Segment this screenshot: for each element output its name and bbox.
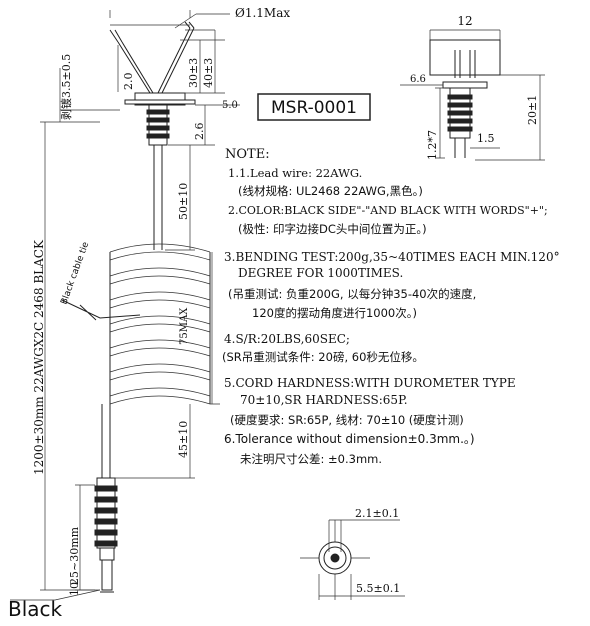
note-1-cn: (线材规格: UL2468 22AWG,黑色。) (238, 184, 423, 198)
dim-line-5-5 (318, 574, 405, 600)
cable-coil (109, 243, 211, 405)
dim-12-label: 12 (457, 14, 472, 28)
cable-tie (61, 299, 141, 321)
note-5a: 5.CORD HARDNESS:WITH DUROMETER TYPE (224, 376, 516, 390)
note-2-cn: (极性: 印字边接DC头中间位置为正。) (238, 222, 427, 236)
plug-center-pin (330, 553, 340, 563)
plug-collar (99, 547, 115, 561)
total-length-label: 1200±30mm 22AWGX2C 2468 BLACK (32, 239, 46, 475)
dim-75-label: 75MAX (179, 307, 190, 345)
dim-20-label: 20±1 (526, 95, 539, 125)
dim-40-label: 40±3 (202, 58, 215, 88)
notes-block: NOTE: 1.1.Lead wire: 22AWG. (线材规格: UL246… (222, 147, 560, 466)
dim-line-45 (112, 404, 195, 479)
note-3-cn2: 120度的摆动角度进行1000次。) (252, 306, 417, 320)
cable-straight-bottom (101, 404, 111, 478)
strain-relief-top (146, 104, 170, 146)
wire-left-branch (117, 41, 154, 94)
note-6: 6.Tolerance without dimension±0.3mm.。) (224, 432, 475, 446)
dim-line-30-40 (180, 39, 225, 94)
cable-assembly (10, 10, 240, 601)
cable-straight-top (153, 145, 163, 250)
dim-line-50 (165, 145, 195, 251)
terminal-plate (442, 81, 488, 89)
note-3b: DEGREE FOR 1000TIMES. (238, 266, 403, 280)
model-box (257, 93, 371, 121)
dim-2-6-label: 2.6 (193, 123, 206, 141)
note-5b: 70±10,SR HARDNESS:65P. (240, 393, 408, 407)
dim-45-label: 45±10 (177, 421, 190, 458)
terminal-pins (454, 50, 476, 78)
dim-line-75 (210, 252, 220, 405)
dim-50-label: 50±10 (177, 183, 190, 220)
dim-line-2-6 (168, 105, 215, 146)
plug-strain-relief (94, 477, 118, 549)
dim-line-1-2 (435, 87, 445, 159)
dim-line-top-ticks (109, 10, 191, 18)
cable-tie-label: Black cable tie (59, 240, 91, 306)
dim-30-label: 30±3 (187, 58, 200, 88)
terminal-wires (454, 138, 466, 158)
note-2: 2.COLOR:BLACK SIDE"-"AND BLACK WITH WORD… (228, 204, 548, 217)
model-number: MSR-0001 (271, 98, 357, 118)
wire-left-strip (109, 29, 123, 43)
dim-2-1-label: 2.1±0.1 (355, 507, 399, 520)
dim-10-label: 10 (68, 582, 81, 596)
note-4: 4.S/R:20LBS,60SEC; (224, 332, 350, 346)
terminal-detail (400, 29, 545, 161)
wire-right-branch (157, 27, 195, 94)
note-6-cn: 未注明尺寸公差: ±0.3mm. (240, 452, 382, 466)
dim-1-2-label: 1.2*7 (426, 130, 439, 160)
dim-line-2-1 (328, 519, 400, 552)
note-3-cn1: (吊重测试: 负重200G, 以每分钟35-40次的速度, (228, 287, 476, 301)
note-5-cn: (硬度要求: SR:65P, 线材: 70±10 (硬度计测) (230, 413, 464, 427)
dim-line-20 (475, 74, 545, 161)
terminal-strain-relief (447, 87, 473, 139)
notes-heading: NOTE: (225, 147, 270, 162)
dim-strip-label: 剥镀3.5±0.5 (59, 54, 73, 120)
note-1: 1.1.Lead wire: 22AWG. (228, 166, 362, 180)
dim-diameter-label: Ø1.1Max (235, 6, 290, 20)
color-label: Black (8, 597, 63, 621)
dim-leader-diameter (174, 13, 197, 29)
dim-line-12 (429, 29, 501, 40)
dim-6-6-label: 6.6 (410, 74, 426, 85)
dim-5-5-label: 5.5±0.1 (356, 582, 400, 595)
note-3a: 3.BENDING TEST:200g,35~40TIMES EACH MIN.… (224, 250, 560, 264)
dim-25-30-label: 25~30mm (68, 526, 81, 585)
dim-line-40 (185, 29, 216, 93)
plug-barrel (101, 559, 113, 591)
dim-line-total (40, 121, 100, 591)
wire-plate-base (124, 99, 196, 105)
note-4-cn: (SR吊重测试条件: 20磅, 60秒无位移。 (222, 350, 424, 364)
dim-5-0-label: 5.0 (222, 100, 238, 111)
terminal-housing (429, 39, 501, 76)
dim-2-0-label: 2.0 (122, 73, 135, 91)
dim-1-5-label: 1.5 (477, 132, 495, 145)
plug-front-view (300, 519, 405, 600)
color-leader (10, 589, 101, 601)
